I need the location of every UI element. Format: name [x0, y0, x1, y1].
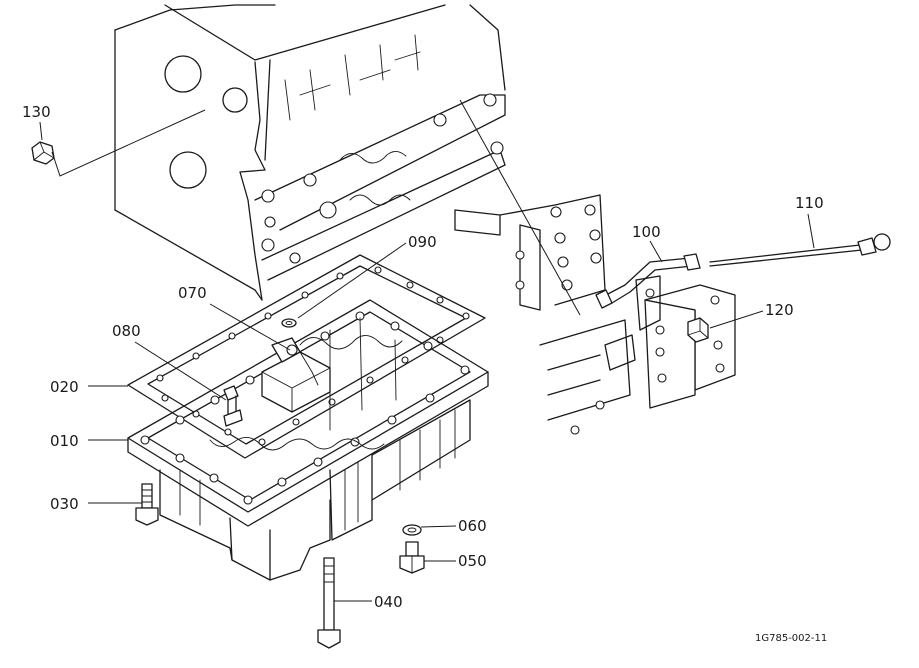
dipstick-guide-part-100	[595, 253, 701, 309]
oil-pan-part-010	[127, 299, 489, 581]
callout-020: 020	[50, 378, 79, 396]
rear-bracket	[454, 99, 736, 435]
callout-010: 010	[50, 432, 79, 450]
callout-080: 080	[112, 322, 141, 340]
washer-part-060	[402, 524, 422, 536]
gasket-part-020	[127, 254, 486, 459]
drain-plug-part-050	[399, 541, 425, 574]
callout-100: 100	[632, 223, 661, 241]
callout-050: 050	[458, 552, 487, 570]
callout-070: 070	[178, 284, 207, 302]
callout-060: 060	[458, 517, 487, 535]
dipstick-part-110	[709, 233, 891, 267]
callout-040: 040	[374, 593, 403, 611]
callout-130: 130	[22, 103, 51, 121]
reference-code: 1G785-002-11	[755, 633, 827, 644]
bolt-part-080	[223, 385, 243, 427]
callout-120: 120	[765, 301, 794, 319]
bolt-part-030	[135, 483, 159, 526]
oil-strainer-part-070	[261, 337, 331, 413]
callout-090: 090	[408, 233, 437, 251]
o-ring-part-090	[281, 318, 297, 328]
callout-110: 110	[795, 194, 824, 212]
plug-part-130	[31, 109, 206, 177]
bolt-part-040	[317, 557, 341, 649]
engine-block	[114, 4, 506, 301]
callout-030: 030	[50, 495, 79, 513]
bolt-part-120	[687, 317, 709, 343]
